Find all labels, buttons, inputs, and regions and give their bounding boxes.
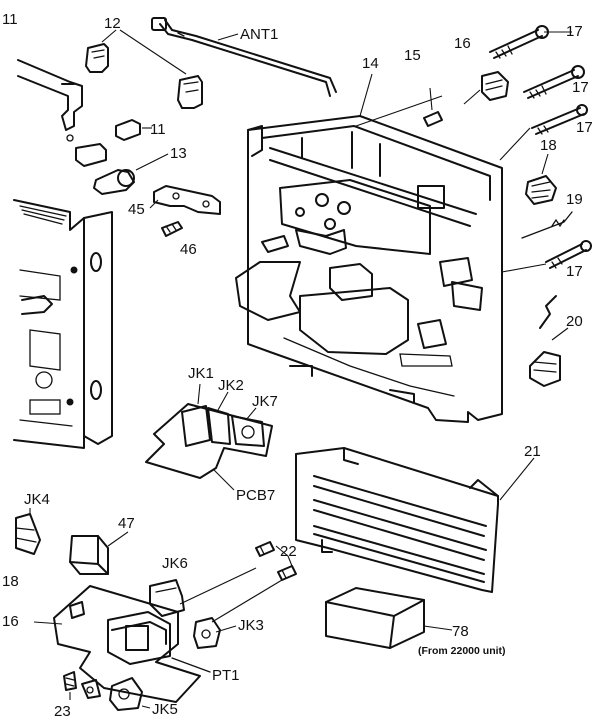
- label-part-17-d: 17: [566, 263, 583, 280]
- label-jk1: JK1: [188, 365, 214, 382]
- grille-part-21: [295, 447, 535, 593]
- label-part-14: 14: [362, 55, 379, 72]
- label-part-17-a: 17: [566, 23, 583, 40]
- label-part-20: 20: [566, 313, 583, 330]
- bushing-part-18: [525, 153, 557, 205]
- bracket-part-45: [149, 185, 221, 215]
- label-part-17-b: 17: [572, 79, 589, 96]
- screws-part-23: [63, 671, 77, 700]
- label-part-16-bottom: 16: [2, 613, 19, 630]
- label-pcb7: PCB7: [236, 487, 275, 504]
- label-jk6: JK6: [162, 555, 188, 572]
- power-pcb-part: [33, 567, 257, 711]
- label-jk7: JK7: [252, 393, 278, 410]
- front-cabinet-part: [13, 199, 113, 449]
- jack-part-jk4: [15, 508, 41, 555]
- screw-part-15: [423, 87, 443, 127]
- label-jk5: JK5: [152, 701, 178, 718]
- handle-part: [17, 59, 83, 142]
- label-jk2: JK2: [218, 377, 244, 394]
- label-pt1: PT1: [212, 667, 240, 684]
- pcb-part-pcb7: [145, 383, 273, 491]
- label-part-78: 78: [452, 623, 469, 640]
- bulb-part-13: [93, 153, 169, 195]
- spring-part-20: [529, 295, 569, 387]
- insulator-part-47: [69, 531, 129, 575]
- label-part-13: 13: [170, 145, 187, 162]
- main-chassis-part-14: [235, 73, 503, 423]
- label-jk4: JK4: [24, 491, 50, 508]
- long-screws-part-17: [489, 25, 592, 273]
- label-part-23: 23: [54, 703, 71, 720]
- label-part-18: 18: [540, 137, 557, 154]
- label-jk3: JK3: [238, 617, 264, 634]
- label-part-19: 19: [566, 191, 583, 208]
- antenna-part: [151, 17, 337, 97]
- bracket-parts-12: [85, 29, 203, 109]
- label-part-21: 21: [524, 443, 541, 460]
- label-part-18-bottom: 18: [2, 573, 19, 590]
- spring-part-19: [521, 211, 573, 239]
- label-part-46: 46: [180, 241, 197, 258]
- label-part-12: 12: [104, 15, 121, 32]
- label-part-11: 11: [150, 121, 166, 138]
- label-part-11-top: 11: [2, 11, 18, 28]
- bushing-part-16: [463, 71, 509, 105]
- label-part-78-note: (From 22000 unit): [418, 645, 506, 657]
- label-part-17-c: 17: [576, 119, 593, 136]
- knob-part-11: [75, 119, 152, 167]
- label-part-45: 45: [128, 201, 145, 218]
- label-part-47: 47: [118, 515, 135, 532]
- screws-part-22: [211, 541, 297, 623]
- screw-part-46: [161, 221, 183, 237]
- block-part-78: [325, 587, 453, 649]
- label-part-16: 16: [454, 35, 471, 52]
- label-part-22: 22: [280, 543, 297, 560]
- label-part-15: 15: [404, 47, 421, 64]
- label-ant1: ANT1: [240, 26, 278, 43]
